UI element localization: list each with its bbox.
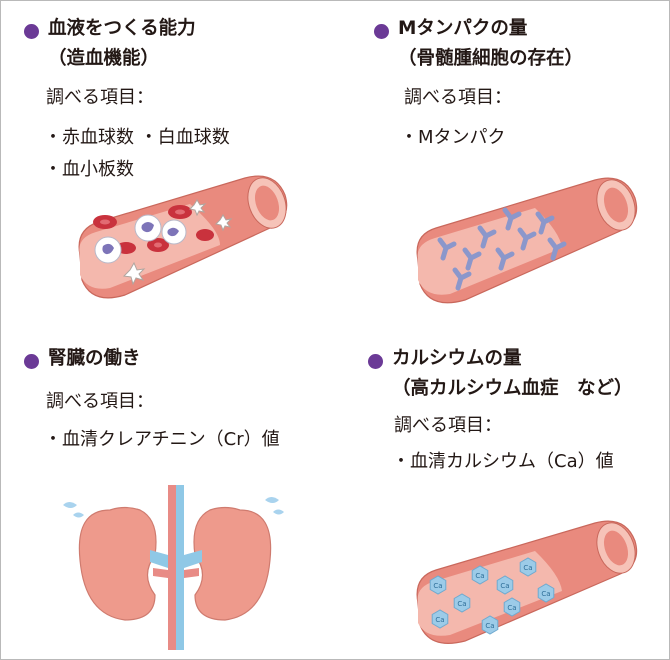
calcium-symbol: Ca bbox=[541, 590, 550, 598]
calcium-ion: Ca bbox=[453, 593, 471, 613]
blood-vessel-illustration bbox=[78, 175, 288, 299]
panel-kidney: 腎臓の働き 調べる項目： ・血清クレアチニン（Cr）値 bbox=[24, 348, 280, 456]
items-list: ・血清クレアチニン（Cr）値 bbox=[44, 424, 280, 456]
items-list: ・Mタンパク bbox=[400, 122, 583, 154]
left-kidney bbox=[78, 506, 157, 621]
title-line: （骨髄腫細胞の存在） bbox=[398, 48, 584, 69]
title-line: カルシウムの量 bbox=[392, 348, 522, 369]
list-item: ・Mタンパク bbox=[400, 127, 506, 148]
calcium-ion: Ca bbox=[431, 609, 449, 629]
calcium-symbol: Ca bbox=[433, 582, 442, 590]
items-label: 調べる項目： bbox=[404, 87, 512, 108]
calcium-symbol: Ca bbox=[435, 616, 444, 624]
calcium-ion: Ca bbox=[519, 557, 537, 577]
calcium-symbol: Ca bbox=[500, 582, 509, 590]
platelets bbox=[122, 199, 233, 286]
items-label: 調べる項目： bbox=[46, 391, 154, 412]
antibody-icons bbox=[437, 207, 567, 291]
calcium-ion: Ca bbox=[537, 583, 555, 603]
panel-title: 腎臓の働き bbox=[48, 344, 141, 374]
bullet-icon bbox=[368, 354, 383, 369]
title-line: 腎臓の働き bbox=[48, 348, 141, 369]
items-label: 調べる項目： bbox=[394, 415, 502, 436]
kidney-illustration bbox=[63, 485, 284, 650]
right-kidney bbox=[193, 506, 272, 621]
items-label: 調べる項目： bbox=[46, 87, 154, 108]
blood-vessels bbox=[150, 485, 202, 650]
calcium-ion: Ca bbox=[429, 575, 447, 595]
list-item: ・赤血球数 ・白血球数 bbox=[44, 127, 230, 148]
white-blood-cells bbox=[94, 214, 187, 264]
panel-m-protein: Mタンパクの量 （骨髄腫細胞の存在） 調べる項目： ・Mタンパク bbox=[374, 18, 583, 154]
calcium-ion: Ca bbox=[481, 615, 499, 635]
calcium-symbol: Ca bbox=[475, 572, 484, 580]
panel-title: 血液をつくる能力 （造血機能） bbox=[48, 14, 196, 74]
title-line: Mタンパクの量 bbox=[398, 18, 528, 39]
list-item: ・血小板数 bbox=[44, 159, 134, 180]
antibody-vessel-illustration bbox=[416, 177, 638, 304]
items-list: ・赤血球数 ・白血球数 ・血小板数 bbox=[44, 122, 230, 186]
panel-heading: Mタンパクの量 （骨髄腫細胞の存在） bbox=[374, 18, 583, 74]
panel-title: Mタンパクの量 （骨髄腫細胞の存在） bbox=[398, 14, 583, 74]
calcium-ion: Ca bbox=[496, 575, 514, 595]
title-line: （造血機能） bbox=[48, 48, 160, 69]
vessel-body bbox=[416, 520, 638, 644]
panel-blood: 血液をつくる能力 （造血機能） 調べる項目： ・赤血球数 ・白血球数 ・血小板数 bbox=[24, 18, 230, 186]
list-item: ・血清カルシウム（Ca）値 bbox=[392, 451, 614, 472]
bullet-icon bbox=[24, 354, 39, 369]
panel-calcium: カルシウムの量 （高カルシウム血症 など） 調べる項目： ・血清カルシウム（Ca… bbox=[368, 348, 633, 478]
bullet-icon bbox=[24, 24, 39, 39]
calcium-symbol: Ca bbox=[507, 604, 516, 612]
calcium-symbol: Ca bbox=[457, 600, 466, 608]
panel-heading: 腎臓の働き bbox=[24, 348, 280, 374]
panel-heading: カルシウムの量 （高カルシウム血症 など） bbox=[368, 348, 633, 404]
sweat-drops bbox=[63, 497, 284, 518]
calcium-ion: Ca bbox=[471, 565, 489, 585]
calcium-ion: Ca bbox=[503, 597, 521, 617]
panel-heading: 血液をつくる能力 （造血機能） bbox=[24, 18, 230, 74]
red-blood-cells bbox=[93, 205, 214, 254]
items-list: ・血清カルシウム（Ca）値 bbox=[392, 446, 633, 478]
title-line: 血液をつくる能力 bbox=[48, 18, 196, 39]
list-item: ・血清クレアチニン（Cr）値 bbox=[44, 429, 280, 450]
bullet-icon bbox=[374, 24, 389, 39]
panel-title: カルシウムの量 （高カルシウム血症 など） bbox=[392, 344, 633, 404]
calcium-symbol: Ca bbox=[485, 622, 494, 630]
calcium-symbol: Ca bbox=[523, 564, 532, 572]
title-line: （高カルシウム血症 など） bbox=[392, 378, 633, 399]
